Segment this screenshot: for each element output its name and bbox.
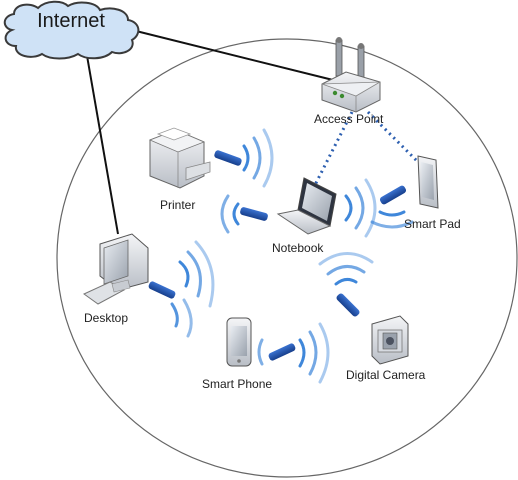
internet-to-access-point-link [131,29,334,81]
wireless-waves-icon [178,240,215,308]
wireless-waves-icon [170,298,193,338]
usb-dongle-icon [336,293,360,317]
desktop-label: Desktop [84,311,129,325]
digital-camera-label: Digital Camera [346,368,426,382]
usb-dongle-icon [214,150,242,166]
usb-dongle-icon [148,281,176,299]
access-point-label: Access Point [314,112,384,126]
internet-label: Internet [37,10,105,32]
printer-icon [148,127,211,189]
wireless-waves-icon [220,194,240,234]
wireless-waves-icon [257,338,264,366]
usb-dongle-icon [379,185,407,205]
printer-label: Printer [160,198,196,212]
usb-dongle-icon [240,207,268,221]
network-boundary-circle [56,38,518,478]
tablet-icon [417,155,439,209]
wireless-waves-icon [370,210,414,229]
usb-dongle-icon [268,343,296,361]
ap-to-notebook-dotted-link [313,111,354,186]
smart-pad-label: Smart Pad [404,217,461,231]
desktop-icon [83,233,149,305]
notebook-label: Notebook [272,241,324,255]
internet-to-desktop-link [85,49,119,235]
wireless-waves-icon [298,322,330,384]
notebook-icon [276,177,337,235]
smart-phone-label: Smart Phone [202,377,273,391]
camera-icon [371,315,409,365]
phone-icon [226,317,252,367]
cloud-icon [3,0,140,60]
wireless-waves-icon [318,252,374,286]
wireless-waves-icon [344,178,377,238]
wireless-waves-icon [242,128,274,188]
access-point-icon [321,37,381,113]
